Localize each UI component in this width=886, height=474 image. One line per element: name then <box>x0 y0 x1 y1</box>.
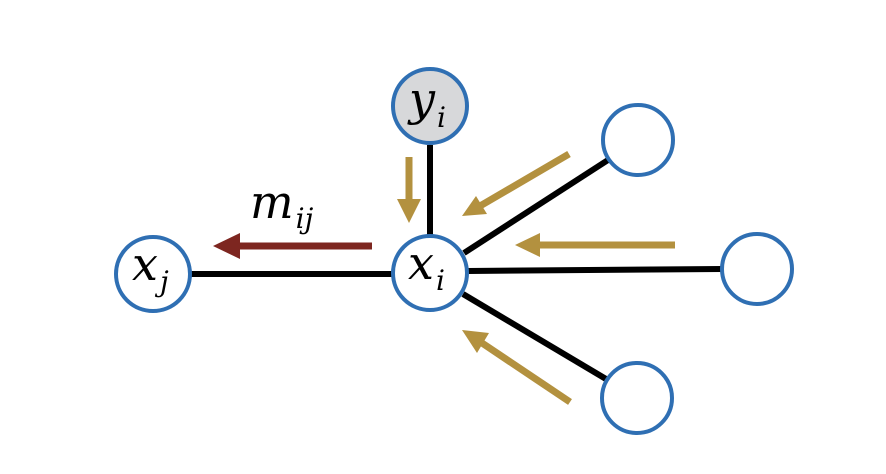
incoming-message-arrow-from-yi <box>397 157 421 223</box>
node-neighbor-lower-right <box>600 361 674 435</box>
node-label-yi: yi <box>407 72 446 134</box>
incoming-message-arrow-right <box>515 233 675 257</box>
node-xi <box>391 234 469 312</box>
node-neighbor-upper-right <box>601 103 675 177</box>
node-neighbor-right <box>720 232 794 306</box>
incoming-message-arrow-upper-right <box>462 150 571 216</box>
outgoing-message-arrow <box>213 233 372 259</box>
edge-xi-upper-right <box>462 157 610 256</box>
edge-xi-lower-right <box>461 291 608 382</box>
node-label-xi: xi <box>408 236 445 297</box>
incoming-message-arrow-lower-right <box>462 330 572 405</box>
node-yi <box>391 67 469 145</box>
message-label: mij <box>250 175 314 235</box>
edge-xi-right <box>467 266 723 274</box>
node-label-xj: xj <box>132 237 169 298</box>
node-xj <box>114 235 192 313</box>
